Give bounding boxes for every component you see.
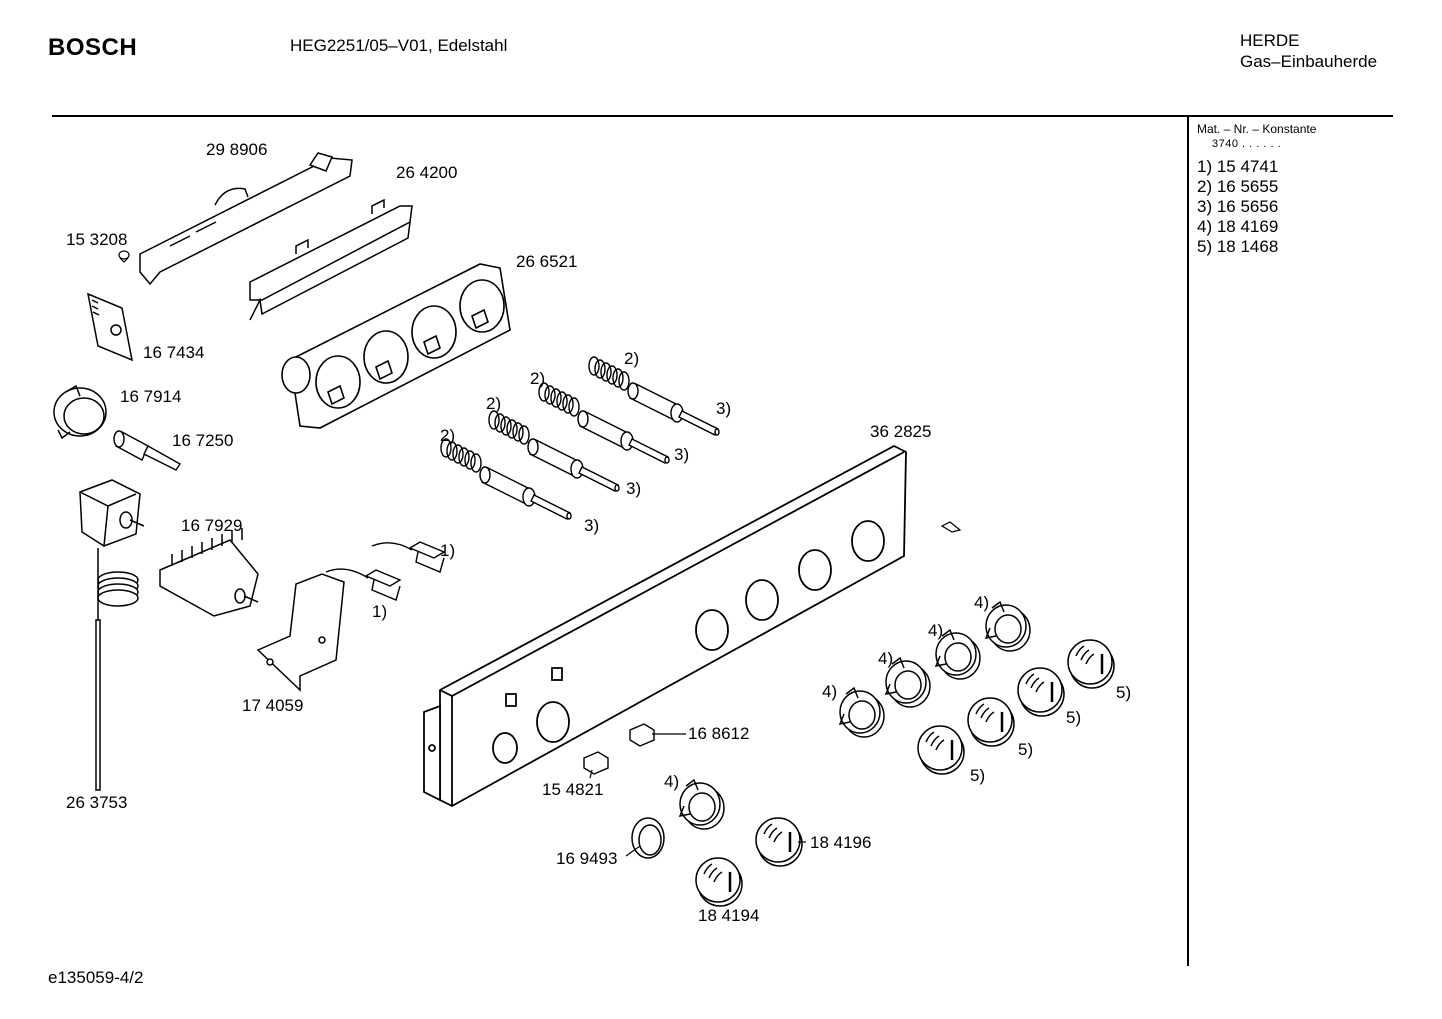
part-number-list: 1) 15 4741 2) 16 5655 3) 16 5656 4) 18 4… — [1197, 157, 1278, 257]
part-label: 26 4200 — [396, 163, 457, 182]
sidebar-heading: Mat. – Nr. – Konstante — [1197, 122, 1317, 136]
part-label: 16 7929 — [181, 516, 242, 535]
part-label: 18 4196 — [810, 833, 871, 852]
model-title: HEG2251/05–V01, Edelstahl — [290, 36, 508, 55]
list-item: 4) 18 4169 — [1197, 217, 1279, 236]
circuit-board-part — [87, 292, 133, 362]
ref-label: 1) — [372, 602, 387, 621]
part-label: 29 8906 — [206, 140, 267, 159]
part-label: 16 7914 — [120, 387, 181, 406]
clip-ring-part — [53, 384, 107, 440]
holder-bracket-part — [256, 573, 345, 692]
plug-connector-part — [325, 541, 446, 601]
ref-label: 4) — [928, 621, 943, 640]
panel-clip-part — [583, 723, 655, 775]
category-title: HERDE — [1240, 31, 1300, 50]
ref-label: 2) — [530, 369, 545, 388]
ref-label: 5) — [1116, 683, 1131, 702]
switch-housing-part — [281, 263, 511, 429]
category-subtitle: Gas–Einbauherde — [1240, 52, 1378, 71]
ref-label: 5) — [1018, 740, 1033, 759]
part-label: 18 4194 — [698, 906, 759, 925]
list-item: 3) 16 5656 — [1197, 197, 1279, 216]
ref-label: 5) — [970, 766, 985, 785]
ref-label: 1) — [440, 541, 455, 560]
ref-label: 4) — [664, 772, 679, 791]
part-label: 36 2825 — [870, 422, 931, 441]
part-label: 15 4821 — [542, 780, 603, 799]
ref-label: 3) — [626, 479, 641, 498]
list-item: 1) 15 4741 — [1197, 157, 1279, 176]
part-label: 16 7434 — [143, 343, 204, 362]
list-item: 5) 18 1468 — [1197, 237, 1279, 256]
part-labels: 29 8906 26 4200 15 3208 26 6521 16 7434 … — [66, 140, 1131, 925]
list-item: 2) 16 5655 — [1197, 177, 1279, 196]
ref-label: 2) — [624, 349, 639, 368]
sidebar-divider — [1187, 116, 1189, 966]
ref-label: 3) — [716, 399, 731, 418]
part-label: 26 3753 — [66, 793, 127, 812]
ref-label: 2) — [486, 394, 501, 413]
brand-logo: BOSCH — [48, 34, 138, 61]
part-label: 15 3208 — [66, 230, 127, 249]
ref-label: 3) — [674, 445, 689, 464]
bracket-part — [139, 152, 353, 286]
selector-switch-part — [159, 528, 259, 617]
part-label: 26 6521 — [516, 252, 577, 271]
part-label: 16 9493 — [556, 849, 617, 868]
leader-lines — [589, 733, 806, 857]
panel-screw-part — [940, 521, 962, 533]
part-label: 17 4059 — [242, 696, 303, 715]
trim-ring-part — [631, 817, 665, 859]
sidebar-constant: 3740 . . . . . . — [1212, 138, 1282, 150]
ref-label: 5) — [1066, 708, 1081, 727]
document-id: e135059-4/2 — [48, 968, 144, 987]
ref-label: 2) — [440, 426, 455, 445]
screw-part — [118, 250, 130, 263]
ref-label: 4) — [878, 649, 893, 668]
ref-label: 4) — [974, 593, 989, 612]
header-divider — [52, 115, 1393, 117]
part-label: 16 8612 — [688, 724, 749, 743]
rail-part — [249, 198, 413, 321]
part-label: 16 7250 — [172, 431, 233, 450]
ref-label: 3) — [584, 516, 599, 535]
ref-label: 4) — [822, 682, 837, 701]
thermostat-part — [79, 479, 145, 791]
control-panel-part — [423, 444, 907, 808]
knob-shaft-part — [113, 430, 182, 471]
